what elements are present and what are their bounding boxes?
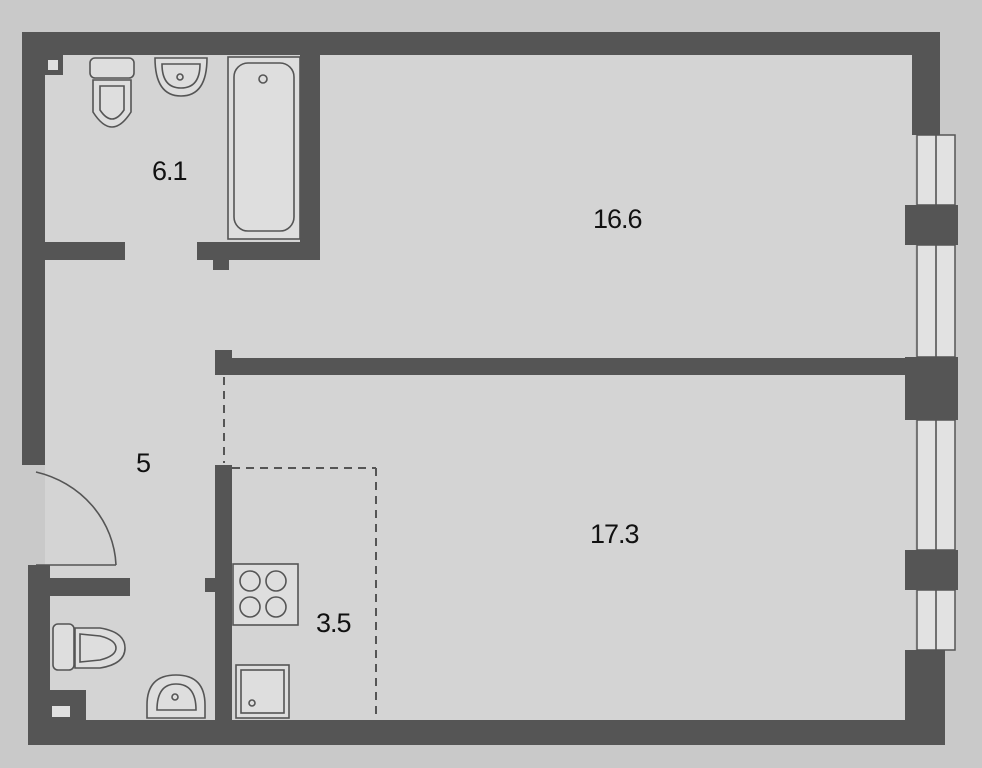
entrance-door[interactable] (35, 471, 117, 566)
wc-fixtures (52, 623, 206, 719)
dashed-zone-lines (223, 377, 377, 720)
kitchen-sink-icon (235, 664, 290, 719)
bathroom-fixtures (89, 56, 301, 240)
sink-icon (154, 57, 208, 97)
walls (22, 32, 945, 745)
area-label-bathroom: 6.1 (152, 156, 187, 186)
door-swing-arc (35, 471, 117, 566)
wc-top-wall (28, 578, 130, 596)
bath-wall-left (45, 242, 125, 260)
window-pier (905, 205, 958, 245)
room-divider-wall (215, 358, 915, 375)
window-pier (905, 357, 958, 420)
toilet-icon (52, 623, 126, 671)
stove-icon (232, 563, 299, 626)
windows (905, 134, 958, 651)
kitchen-wall (215, 465, 232, 723)
bathtub-icon (227, 56, 301, 240)
bottom-wall (28, 720, 945, 745)
area-label-room-2: 17.3 (590, 519, 639, 549)
kitchen-fixtures (232, 563, 299, 719)
area-label-room-1: 16.6 (593, 204, 642, 234)
room-area-labels: 6.1 16.6 5 17.3 3.5 (136, 156, 643, 638)
right-wall-upper (912, 32, 940, 135)
area-label-kitchen: 3.5 (316, 608, 351, 638)
divider-stub (215, 350, 232, 375)
right-wall-lower (905, 650, 945, 745)
bath-wall-right (197, 242, 320, 260)
kitchen-wall-stub (205, 578, 217, 592)
wc-vent (52, 706, 70, 717)
area-label-hallway: 5 (136, 448, 150, 478)
sink-icon (146, 674, 206, 719)
bath-partition (300, 32, 320, 260)
wall-stub (213, 258, 229, 270)
window-pier (905, 550, 958, 590)
top-wall (22, 32, 922, 55)
vent-shaft (48, 60, 58, 70)
left-wall-upper (22, 32, 45, 465)
floor (45, 55, 915, 720)
toilet-icon (89, 57, 135, 128)
